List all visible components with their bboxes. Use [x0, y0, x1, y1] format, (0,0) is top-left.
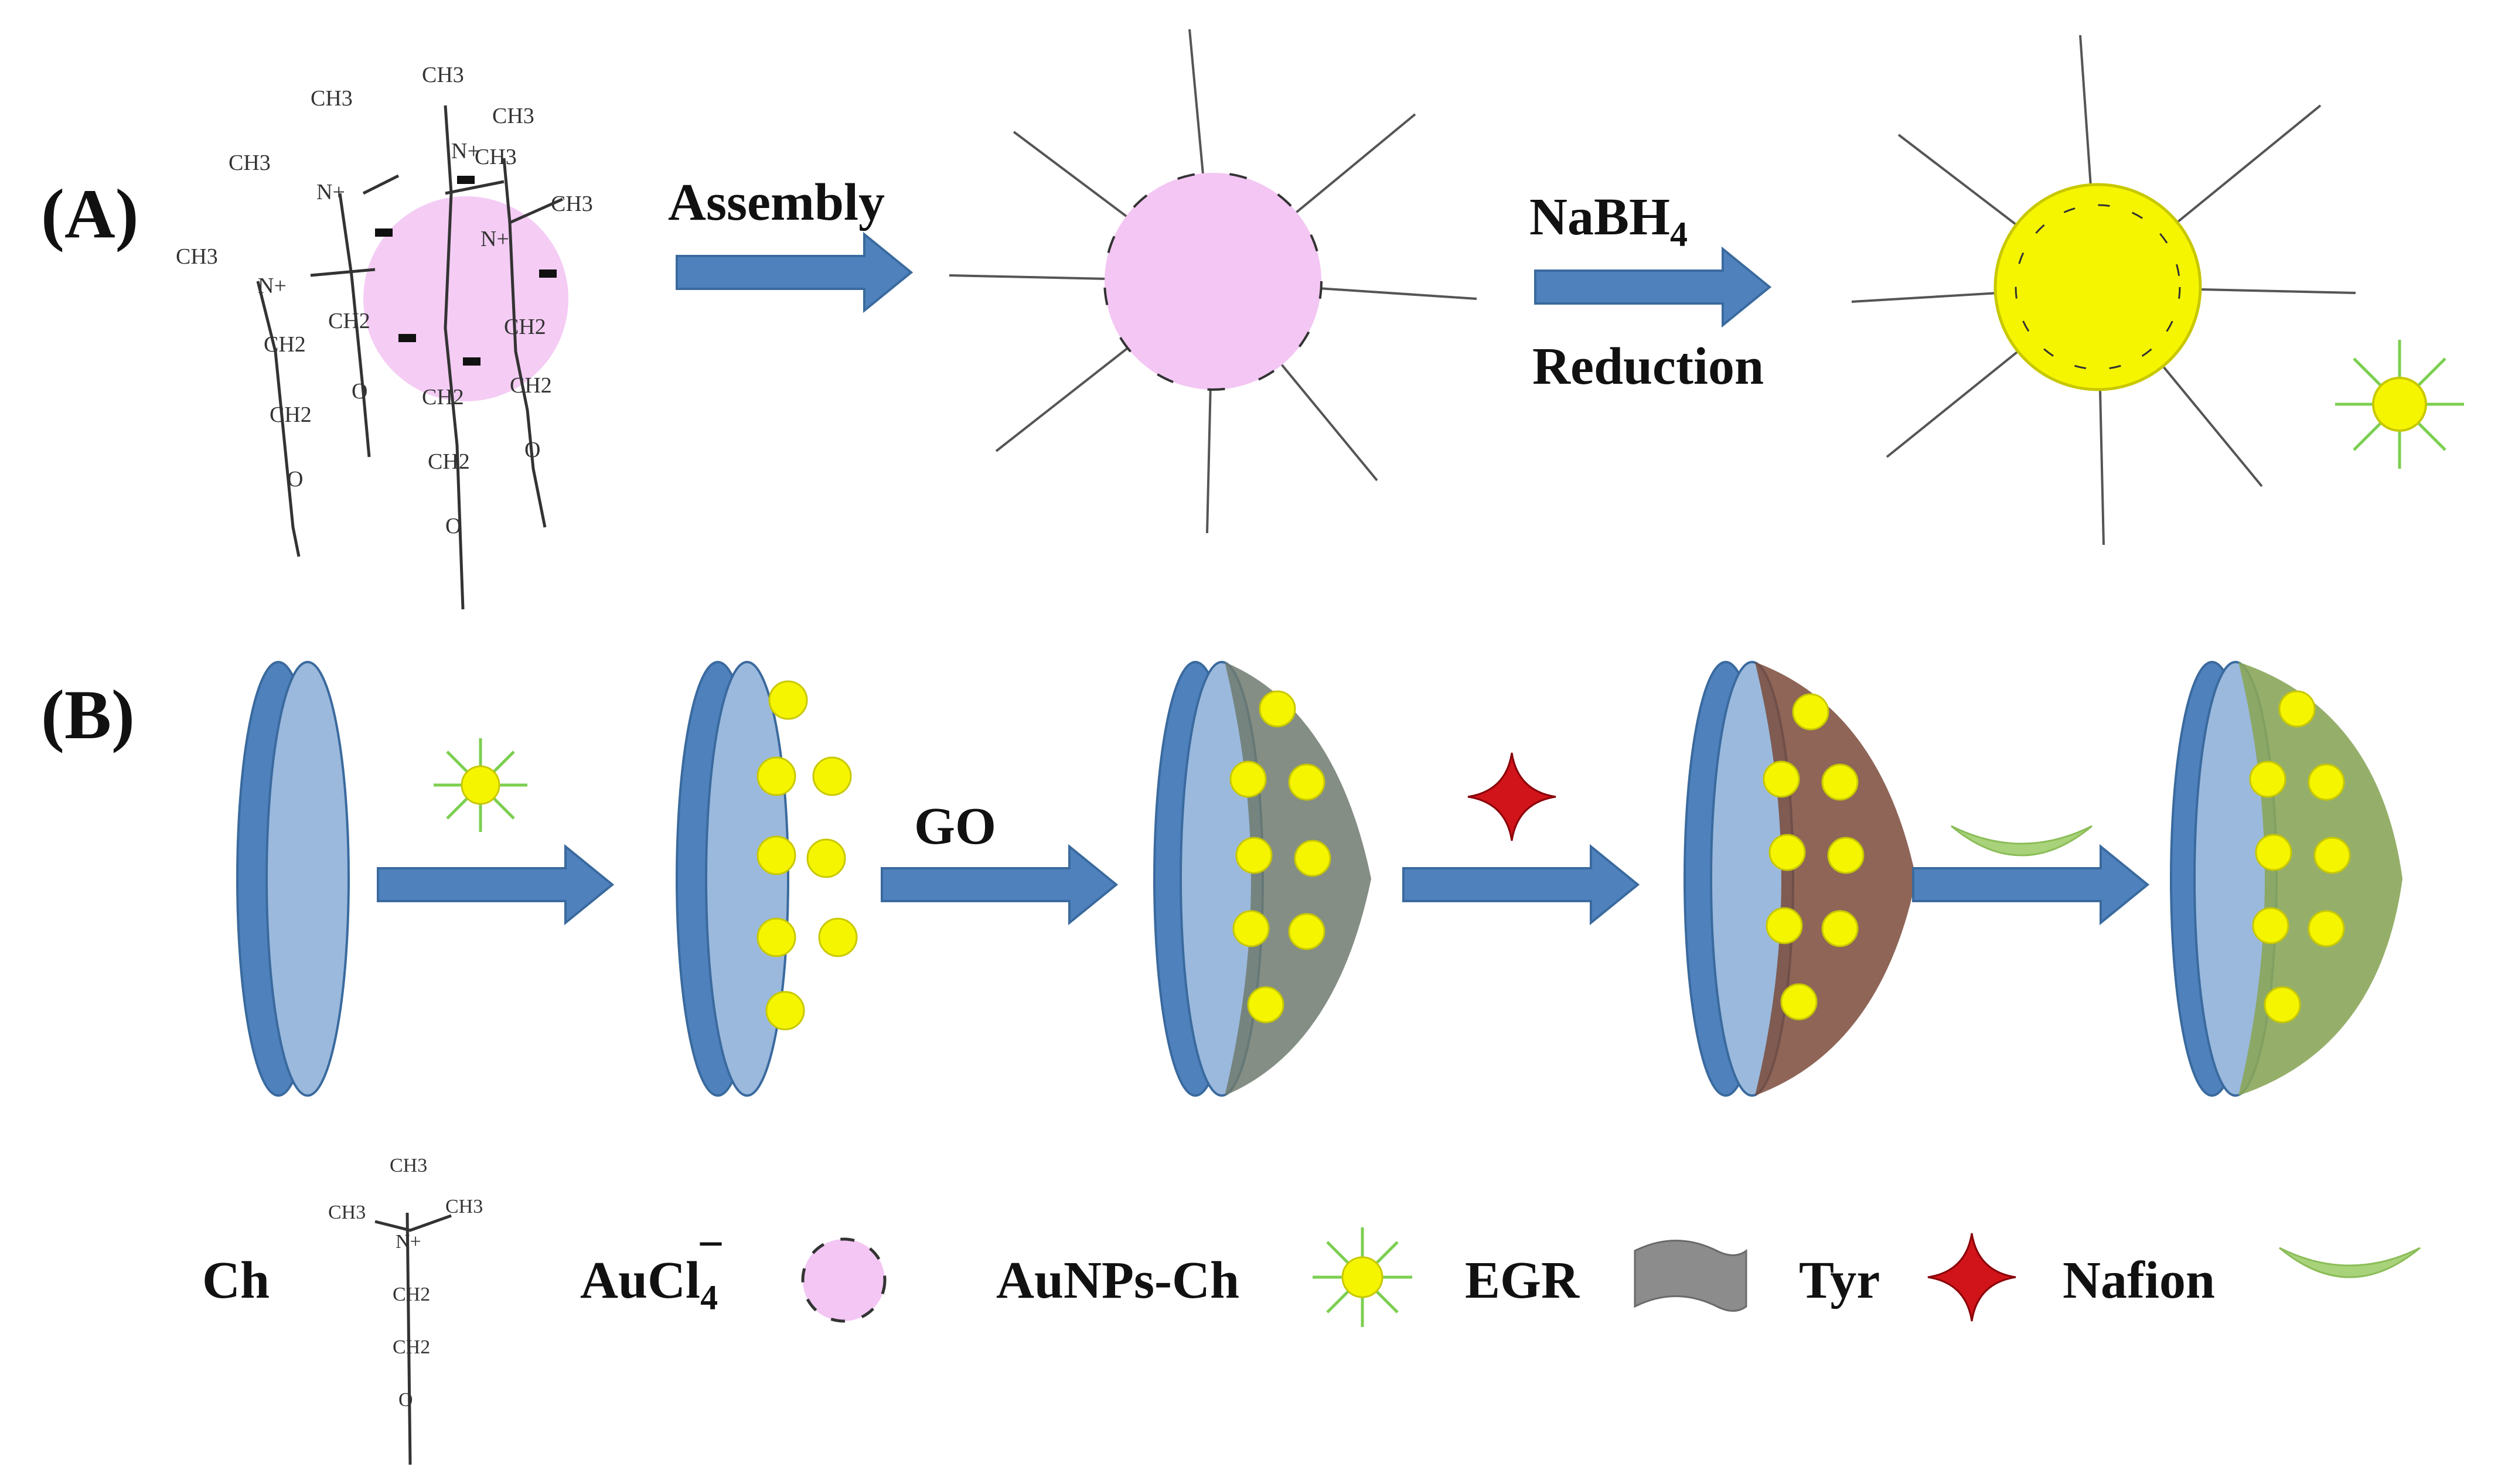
svg-text:CH2: CH2: [393, 1284, 430, 1305]
svg-text:CH3: CH3: [422, 63, 464, 87]
assembled-aucl-particle: [949, 29, 1477, 534]
svg-text:N+: N+: [480, 227, 509, 251]
svg-text:CH2: CH2: [328, 309, 370, 333]
svg-text:O: O: [524, 438, 540, 462]
svg-text:CH3: CH3: [475, 145, 517, 169]
aucl-pink-particle: [363, 196, 568, 401]
ch-aucl-precursor: CH3 CH3 CH3 CH3 CH3 CH3 CH3 N+ N+ N+ N+ …: [176, 63, 593, 610]
legend-egr-icon: [1634, 1240, 1747, 1312]
arrow-b4: [1912, 845, 2149, 924]
electrode-nafion: [2170, 661, 2402, 1097]
bare-electrode: [236, 661, 350, 1097]
svg-text:N+: N+: [316, 180, 345, 204]
panel-a-label: (A): [41, 175, 139, 253]
assembly-arrow: [676, 233, 912, 312]
electrode-egr: [1153, 661, 1371, 1097]
svg-text:O: O: [352, 379, 367, 404]
svg-text:CH3: CH3: [390, 1155, 427, 1176]
legend-ch-label: Ch: [202, 1251, 270, 1309]
arrow-b3: [1402, 845, 1639, 924]
assembly-label: Assembly: [668, 173, 885, 231]
svg-text:CH3: CH3: [229, 151, 271, 175]
legend-nafion-icon: [2278, 1247, 2421, 1278]
svg-text:CH2: CH2: [393, 1336, 430, 1358]
svg-text:CH2: CH2: [264, 332, 306, 357]
legend-aunps-icon: [1313, 1227, 1412, 1327]
svg-text:CH3: CH3: [492, 104, 534, 128]
arrow-b1: [377, 845, 614, 924]
svg-text:O: O: [287, 467, 303, 492]
legend-egr-label: EGR: [1465, 1251, 1580, 1309]
legend-tyr-icon: [1927, 1232, 2017, 1322]
legend-aucl-label: AuCl4−: [580, 1219, 724, 1317]
legend-nafion-label: Nafion: [2063, 1251, 2215, 1309]
nabh4-label: NaBH4: [1529, 188, 1688, 254]
svg-text:N+: N+: [451, 139, 480, 163]
gold-core: [1993, 183, 2202, 391]
legend-ch-structure: CH3 CH3 CH3 N+ CH2 CH2 O: [328, 1155, 483, 1465]
choline-formula-text: CH3 CH3 CH3 CH3 CH3 CH3 CH3 N+ N+ N+ N+ …: [176, 63, 593, 538]
reduction-label: Reduction: [1532, 337, 1764, 395]
aucl-charges: [375, 176, 557, 366]
svg-text:CH3: CH3: [328, 1202, 366, 1223]
svg-text:CH3: CH3: [176, 244, 218, 269]
arrow-b2: [881, 845, 1117, 924]
svg-text:O: O: [398, 1389, 413, 1411]
choline-chains: [256, 105, 564, 610]
svg-text:CH2: CH2: [504, 315, 546, 339]
svg-text:CH2: CH2: [270, 402, 312, 427]
aunps-ch-icon: [2335, 340, 2464, 469]
legend-aucl-icon: [801, 1237, 887, 1323]
aucl-core: [1103, 172, 1323, 391]
panel-b-label: (B): [41, 676, 135, 753]
electrode-aunps: [676, 661, 858, 1097]
svg-text:CH2: CH2: [428, 449, 470, 474]
svg-text:CH3: CH3: [445, 1196, 483, 1217]
go-label: GO: [914, 797, 996, 855]
legend-tyr-label: Tyr: [1799, 1251, 1880, 1309]
svg-text:CH3: CH3: [551, 192, 593, 216]
electrode-tyr: [1683, 661, 1916, 1097]
legend: Ch CH3 CH3 CH3 N+ CH2 CH2 O AuCl4− AuNPs…: [202, 1155, 2421, 1465]
aunps-ch-reagent: [434, 738, 527, 832]
legend-aunps-label: AuNPs-Ch: [996, 1251, 1239, 1309]
svg-text:N+: N+: [258, 274, 287, 298]
svg-text:CH2: CH2: [422, 385, 464, 410]
reduced-au-particle: [1851, 35, 2356, 545]
svg-text:N+: N+: [396, 1231, 421, 1253]
reduction-arrow: [1534, 248, 1771, 326]
tyr-reagent: [1467, 752, 1557, 842]
svg-text:CH3: CH3: [311, 86, 353, 111]
svg-text:O: O: [445, 514, 461, 538]
svg-text:CH2: CH2: [510, 373, 552, 398]
nafion-reagent: [1950, 825, 2093, 857]
gold-core-charges: [2015, 204, 2181, 370]
